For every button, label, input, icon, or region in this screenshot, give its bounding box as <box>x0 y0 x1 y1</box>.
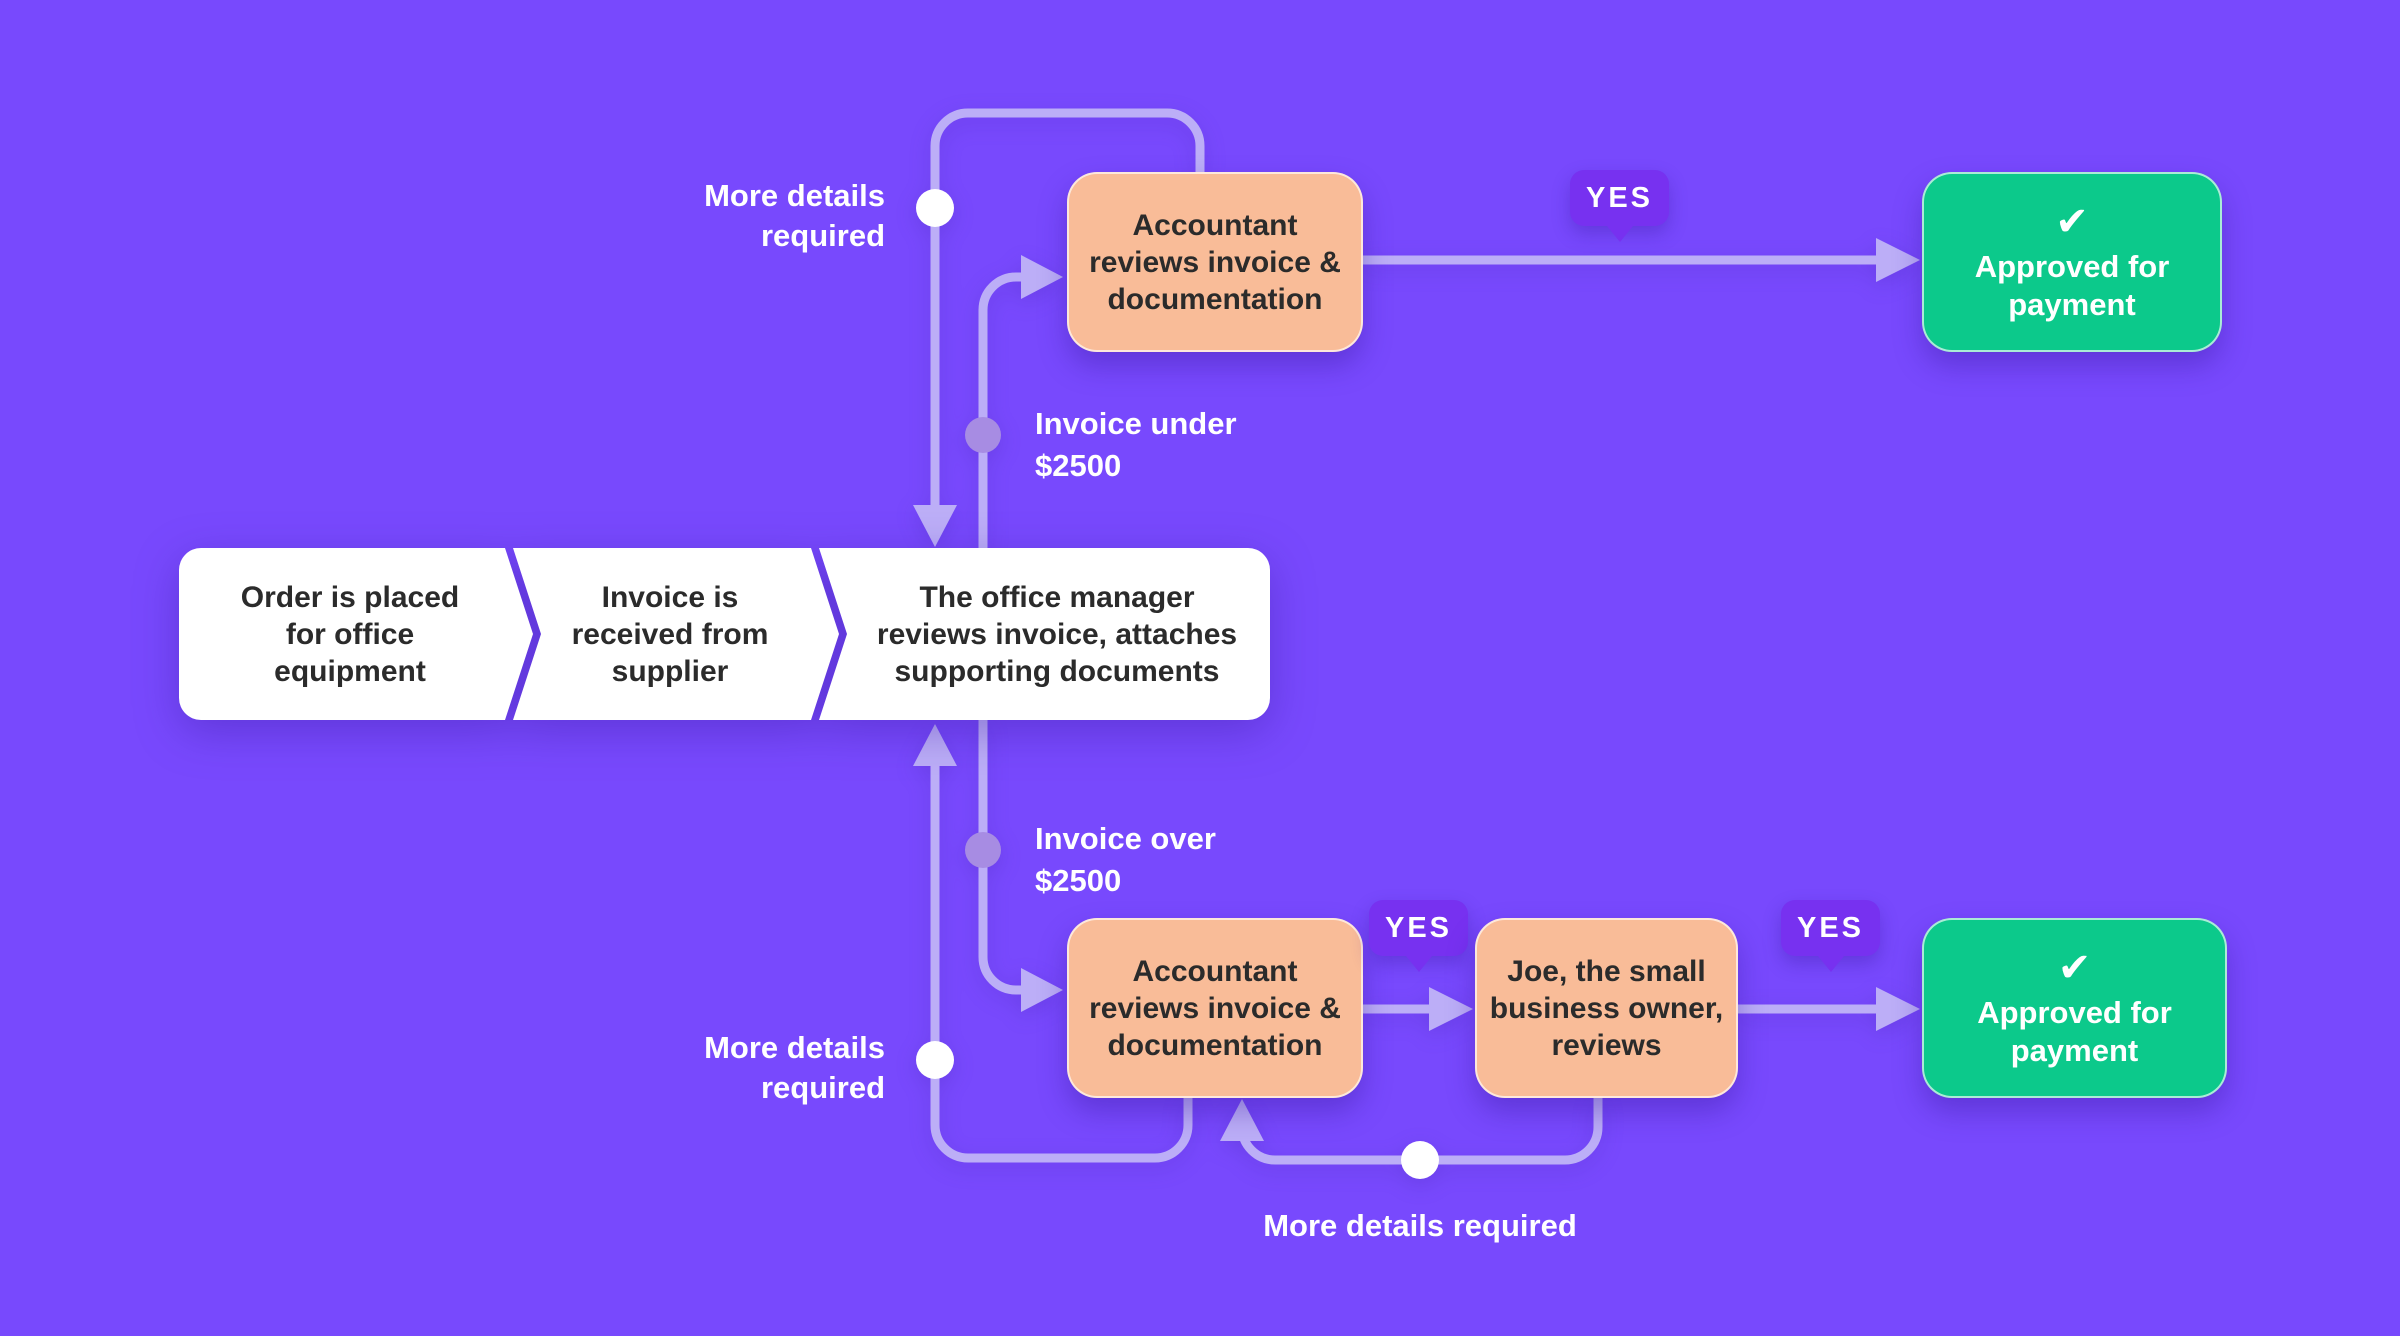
node-approved-top: ✔ Approved for payment <box>1922 172 2222 352</box>
approved-bottom-label: Approved for payment <box>1977 995 2172 1068</box>
yes-badge-joe: YES <box>1781 900 1880 972</box>
chevron-step-3 <box>819 548 1270 720</box>
arrowhead-into-joe <box>1429 987 1473 1031</box>
connector-loop-accountant-to-manager <box>930 737 1193 1163</box>
label-invoice-under: Invoice under $2500 <box>1035 406 1237 483</box>
yes-badge-accountant: YES <box>1369 900 1468 972</box>
arrowhead-up-into-accountant <box>1220 1099 1264 1141</box>
yes-badge-top: YES <box>1570 170 1669 242</box>
connector-invoice-under <box>978 272 1022 549</box>
branch-dot-over <box>965 832 1001 868</box>
label-invoice-over: Invoice over $2500 <box>1035 821 1216 898</box>
label-more-details-bottom: More details required <box>1263 1208 1577 1243</box>
connector-loop-joe-to-accountant <box>1237 1097 1603 1165</box>
check-icon: ✔ <box>2057 945 2092 991</box>
label-more-details-left: More details required <box>704 1030 885 1105</box>
arrowhead-up-into-manager <box>913 724 957 766</box>
approved-top-label: Approved for payment <box>1974 249 2170 322</box>
arrowhead-down-into-manager <box>913 505 957 547</box>
arrowhead-into-accountant-bottom <box>1021 968 1063 1012</box>
loop-dot-bottom <box>1401 1141 1439 1179</box>
arrowhead-into-green-bottom <box>1876 987 1920 1031</box>
connector-invoice-over <box>978 719 1022 995</box>
step-invoice-received: Invoice is received from supplier <box>571 580 769 688</box>
chevron-step-1 <box>179 548 533 720</box>
arrowhead-into-accountant-top <box>1021 255 1063 299</box>
arrowhead-into-green-top <box>1876 238 1920 282</box>
label-more-details-top: More details required <box>704 178 885 253</box>
loop-dot-top <box>916 189 954 227</box>
check-icon: ✔ <box>2055 199 2089 245</box>
node-accountant-top: Accountant reviews invoice & documentati… <box>1067 172 1363 352</box>
loop-dot-left <box>916 1041 954 1079</box>
node-accountant-bottom: Accountant reviews invoice & documentati… <box>1067 918 1363 1098</box>
connector-loop-top <box>930 108 1205 534</box>
step-order-placed: Order is placed for office equipment <box>240 580 460 688</box>
chevron-step-2 <box>513 548 839 720</box>
step-manager-reviews: The office manager reviews invoice, atta… <box>876 580 1238 688</box>
branch-dot-under <box>965 417 1001 453</box>
node-joe-owner: Joe, the small business owner, reviews <box>1475 918 1738 1098</box>
node-approved-bottom: ✔ Approved for payment <box>1922 918 2227 1098</box>
